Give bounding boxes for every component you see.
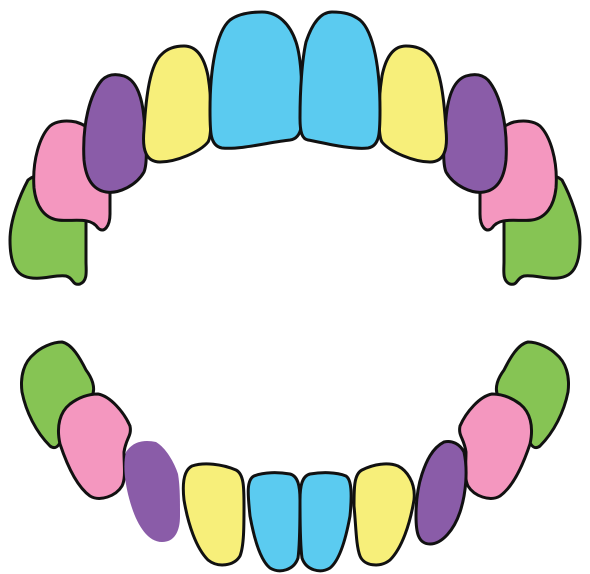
lower-left-purple-tooth — [124, 441, 180, 542]
lower-right-pink-tooth — [460, 394, 532, 498]
lower-right-yellow-tooth — [354, 464, 414, 565]
upper-right-purple-tooth — [444, 75, 507, 193]
lower-right-blue-tooth — [300, 473, 351, 571]
upper-left-blue-tooth — [210, 12, 302, 148]
lower-left-blue-tooth — [248, 473, 300, 571]
lower-right-purple-tooth — [416, 441, 466, 544]
lower-arch — [22, 342, 569, 571]
upper-arch — [10, 12, 580, 284]
upper-right-yellow-tooth — [379, 46, 446, 162]
lower-left-yellow-tooth — [183, 464, 244, 565]
upper-left-yellow-tooth — [144, 46, 211, 162]
upper-left-purple-tooth — [84, 75, 147, 193]
lower-left-pink-tooth — [58, 394, 130, 498]
upper-right-blue-tooth — [300, 12, 380, 148]
